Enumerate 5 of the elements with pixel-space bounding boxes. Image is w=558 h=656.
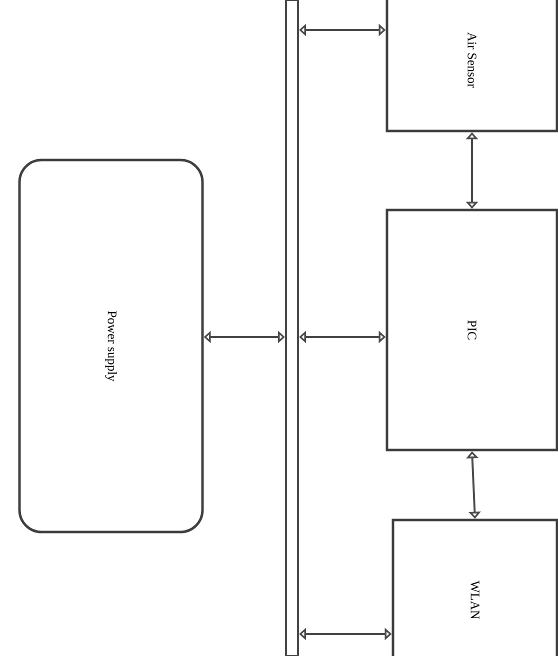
power-supply-box: Power supply xyxy=(18,158,204,534)
sensor-box: Air Sensor xyxy=(386,0,558,132)
controller-box: PIC xyxy=(386,208,558,452)
bus-bar xyxy=(285,0,299,656)
module-box: WLAN xyxy=(392,518,558,656)
